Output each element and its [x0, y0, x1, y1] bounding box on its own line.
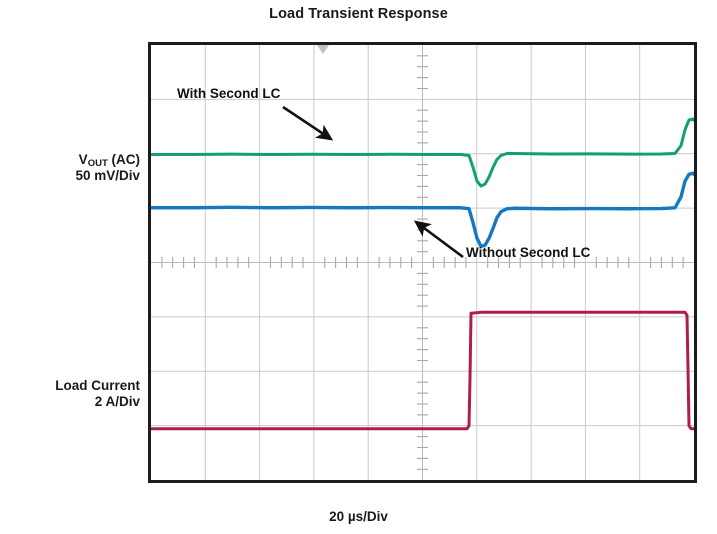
vout-scale-label: 50 mV/Div: [75, 168, 140, 184]
annotation-without-second-lc: Without Second LC: [466, 245, 591, 260]
page-title: Load Transient Response: [269, 6, 448, 22]
current-scale-label: 2 A/Div: [94, 394, 140, 410]
center-axis-ticks: [161, 55, 684, 470]
plot-inner: [151, 45, 694, 480]
trace-load-current: [151, 310, 694, 431]
trace-without-second-lc: [151, 171, 694, 248]
load-current-channel-label: Load Current 2 A/Div: [0, 378, 140, 411]
waveform-traces: [151, 117, 694, 431]
vout-label-line1: VOUT (AC): [78, 152, 141, 169]
trigger-marker: [317, 45, 329, 54]
x-axis-label: 20 µs/Div: [329, 509, 388, 524]
trace-with-second-lc: [151, 117, 694, 188]
oscilloscope-plot-area: [148, 42, 697, 483]
annotation-with-second-lc: With Second LC: [177, 86, 281, 101]
current-name-label: Load Current: [55, 378, 140, 393]
vout-subscript: OUT: [87, 158, 108, 169]
vout-suffix: (AC): [107, 152, 141, 167]
vout-channel-label: VOUT (AC) 50 mV/Div: [0, 152, 140, 185]
